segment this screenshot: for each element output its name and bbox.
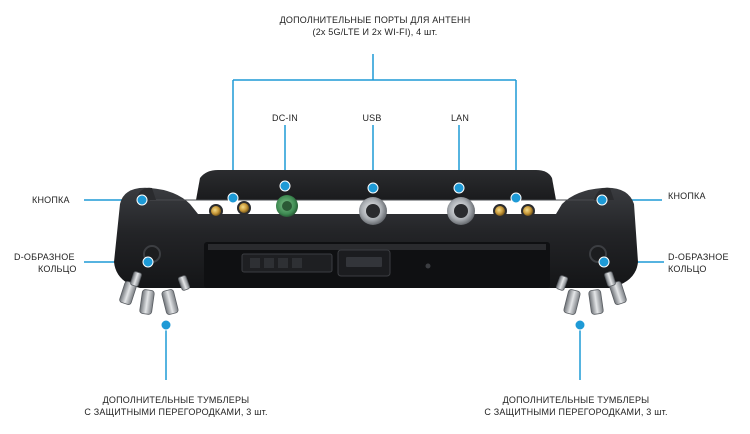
antenna-dot-right [510, 192, 522, 204]
toggle-switches-left [119, 271, 190, 315]
antenna-ports-label-line2: (2x 5G/LTE И 2x WI-FI), 4 шт. [312, 27, 438, 37]
toggles-left-label: ДОПОЛНИТЕЛЬНЫЕ ТУМБЛЕРЫ С ЗАЩИТНЫМИ ПЕРЕ… [84, 394, 267, 418]
antenna-bracket-line [232, 54, 517, 198]
toggles-right-label: ДОПОЛНИТЕЛЬНЫЕ ТУМБЛЕРЫ С ЗАЩИТНЫМИ ПЕРЕ… [484, 394, 667, 418]
d-ring-right-label-line1: D-ОБРАЗНОЕ [668, 252, 729, 262]
button-left-dot [136, 194, 148, 206]
io-ports [276, 195, 475, 225]
usb-label: USB [362, 113, 382, 123]
toggles-left-dot [160, 319, 172, 331]
d-ring-left-dot [142, 256, 154, 268]
antenna-ports [209, 201, 535, 218]
toggles-left-label-line1: ДОПОЛНИТЕЛЬНЫЕ ТУМБЛЕРЫ [102, 395, 250, 405]
button-left-label: КНОПКА [32, 195, 70, 205]
toggle-switches-right [556, 271, 627, 315]
d-ring-left-label-line2: КОЛЬЦО [38, 264, 77, 274]
callout-dots [136, 180, 610, 331]
antenna-ports-label: ДОПОЛНИТЕЛЬНЫЕ ПОРТЫ ДЛЯ АНТЕНН (2x 5G/L… [280, 14, 471, 38]
lan-label: LAN [450, 113, 470, 123]
dc-in-dot [279, 180, 291, 192]
antenna-ports-label-line1: ДОПОЛНИТЕЛЬНЫЕ ПОРТЫ ДЛЯ АНТЕНН [279, 15, 471, 25]
button-right-label: КНОПКА [668, 191, 706, 201]
toggles-right-dot [574, 319, 586, 331]
device-body [114, 170, 638, 288]
d-ring-left-label: D-ОБРАЗНОЕ КОЛЬЦО [14, 251, 77, 275]
usb-dot [367, 182, 379, 194]
antenna-dot-left [227, 192, 239, 204]
toggles-right-label-line2: С ЗАЩИТНЫМИ ПЕРЕГОРОДКАМИ, 3 шт. [484, 407, 668, 417]
d-ring-right-label: D-ОБРАЗНОЕ КОЛЬЦО [668, 251, 729, 275]
d-ring-right-label-line2: КОЛЬЦО [668, 264, 707, 274]
toggles-left-label-line2: С ЗАЩИТНЫМИ ПЕРЕГОРОДКАМИ, 3 шт. [84, 407, 268, 417]
lan-dot [453, 182, 465, 194]
d-ring-right-dot [598, 256, 610, 268]
button-right-dot [596, 194, 608, 206]
dc-in-label: DC-IN [272, 113, 298, 123]
toggles-right-label-line1: ДОПОЛНИТЕЛЬНЫЕ ТУМБЛЕРЫ [502, 395, 650, 405]
d-ring-left-label-line1: D-ОБРАЗНОЕ [14, 252, 75, 262]
